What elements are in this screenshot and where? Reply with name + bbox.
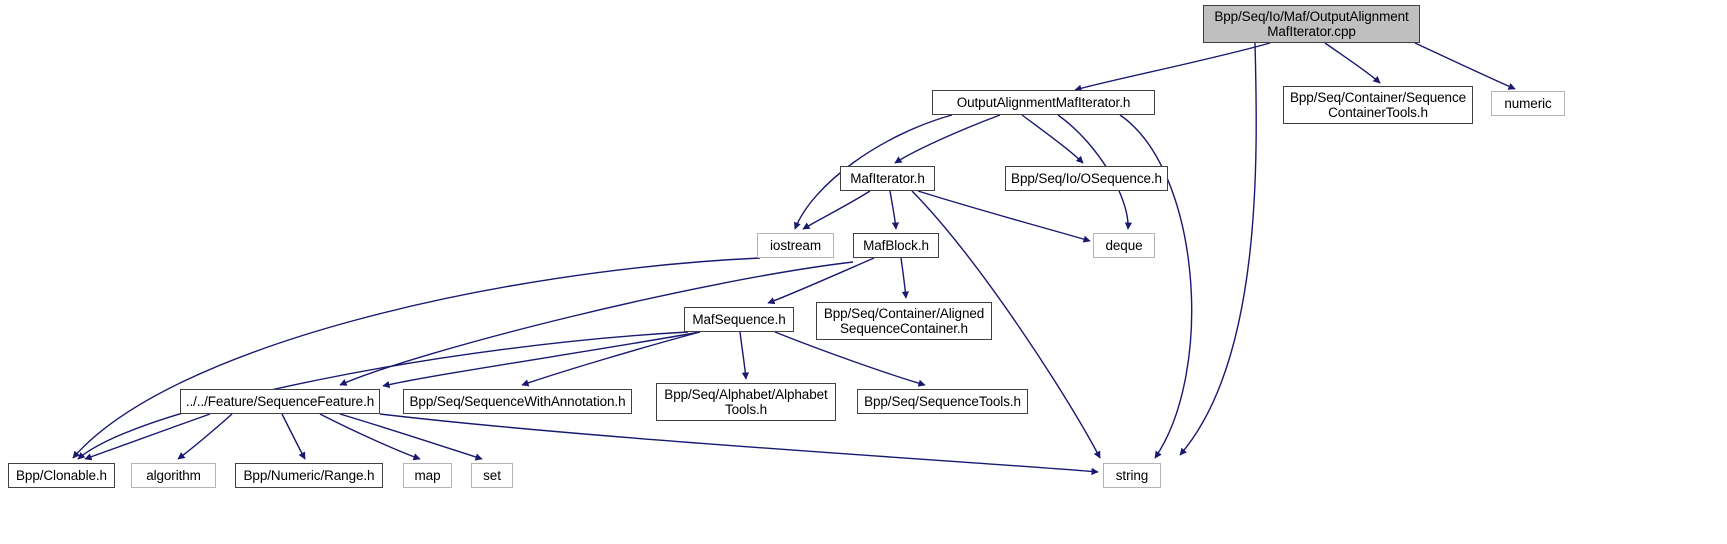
graph-node-string[interactable]: string (1103, 463, 1161, 488)
graph-edge-mafiterator_h-to-iostream (802, 190, 871, 230)
graph-edge-sequencefeature_h-to-algorithm (177, 413, 233, 460)
graph-node-alignedsequencecontainer_h[interactable]: Bpp/Seq/Container/Aligned SequenceContai… (816, 302, 992, 340)
graph-edge-mafsequence_h-to-sequencewithannotation_h (521, 331, 701, 387)
graph-node-iostream[interactable]: iostream (757, 233, 834, 258)
graph-edge-root-to-numeric (1414, 42, 1516, 90)
graph-node-deque[interactable]: deque (1093, 233, 1155, 258)
graph-edge-root-to-sequencecontainertools_h (1324, 42, 1381, 84)
graph-edge-mafiterator_h-to-deque (917, 190, 1091, 243)
graph-node-mafblock_h[interactable]: MafBlock.h (853, 233, 939, 258)
graph-node-mafsequence_h[interactable]: MafSequence.h (684, 307, 794, 332)
graph-edge-mafblock_h-to-alignedsequencecontainer_h (900, 257, 909, 299)
graph-edge-outputalignmentmafiterator_h-to-osequence_h (1021, 114, 1084, 164)
graph-node-sequencewithannotation_h[interactable]: Bpp/Seq/SequenceWithAnnotation.h (403, 389, 632, 414)
graph-edge-mafblock_h-to-mafsequence_h (767, 257, 875, 305)
graph-node-outputalignmentmafiterator_h[interactable]: OutputAlignmentMafIterator.h (932, 90, 1155, 115)
graph-node-set[interactable]: set (471, 463, 513, 488)
graph-node-clonable_h[interactable]: Bpp/Clonable.h (8, 463, 115, 488)
graph-node-sequencecontainertools_h[interactable]: Bpp/Seq/Container/Sequence ContainerTool… (1283, 86, 1473, 124)
graph-edge-root-to-string (1179, 42, 1257, 456)
graph-edge-outputalignmentmafiterator_h-to-mafiterator_h (894, 114, 1001, 164)
graph-edge-mafiterator_h-to-mafblock_h (889, 190, 900, 230)
graph-node-algorithm[interactable]: algorithm (131, 463, 216, 488)
graph-edge-iostream-to-clonable_h (72, 257, 761, 459)
graph-edge-sequencefeature_h-to-set (339, 413, 483, 461)
graph-edge-mafsequence_h-to-sequencefeature_h (382, 331, 701, 389)
graph-node-root: Bpp/Seq/Io/Maf/OutputAlignment MafIterat… (1203, 5, 1420, 43)
graph-edge-sequencefeature_h-to-clonable_h (84, 413, 211, 461)
graph-node-sequencetools_h[interactable]: Bpp/Seq/SequenceTools.h (857, 389, 1028, 414)
graph-node-osequence_h[interactable]: Bpp/Seq/Io/OSequence.h (1005, 166, 1168, 191)
graph-node-range_h[interactable]: Bpp/Numeric/Range.h (235, 463, 383, 488)
graph-node-numeric[interactable]: numeric (1491, 91, 1565, 116)
graph-edge-sequencefeature_h-to-map (319, 413, 421, 461)
graph-edge-mafsequence_h-to-alphabettools_h (739, 331, 750, 380)
graph-node-map[interactable]: map (403, 463, 452, 488)
graph-node-mafiterator_h[interactable]: MafIterator.h (840, 166, 935, 191)
graph-edge-sequencefeature_h-to-range_h (281, 413, 306, 460)
graph-node-alphabettools_h[interactable]: Bpp/Seq/Alphabet/Alphabet Tools.h (656, 383, 836, 421)
graph-edge-root-to-outputalignmentmafiterator_h (1074, 42, 1271, 92)
graph-node-sequencefeature_h[interactable]: ../../Feature/SequenceFeature.h (180, 389, 380, 414)
